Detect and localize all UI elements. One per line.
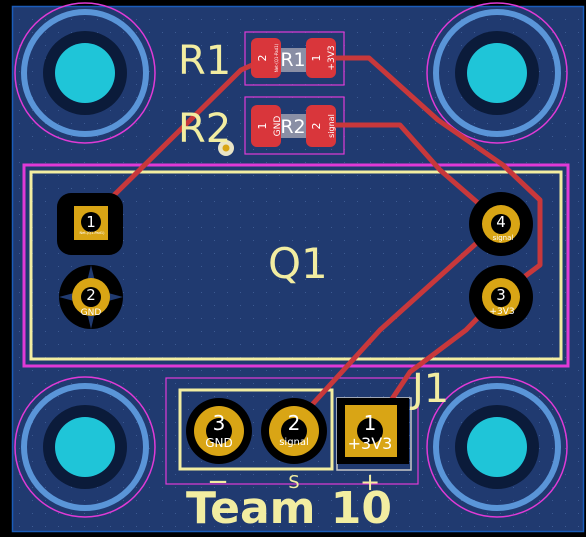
q1-silkscreen-outline: [29, 170, 563, 361]
j1-pad-3[interactable]: 3 GND: [186, 398, 252, 464]
mounting-hole-bottom-right[interactable]: [426, 376, 568, 518]
r1-footprint[interactable]: 2 Net-(Q1-Pad1) 1 +3V3 R1: [251, 38, 337, 78]
j1-pad2-net: signal: [279, 437, 309, 448]
q1-pad1-net: Net-(Q1-Pad1): [80, 231, 106, 235]
r2-pad1-number: 1: [256, 123, 269, 130]
r1-body-label: R1: [280, 49, 305, 71]
r1-reference: R1: [178, 38, 231, 84]
q1-pad-1[interactable]: 1 Net-(Q1-Pad1): [57, 193, 123, 255]
r1-pad-1[interactable]: [306, 38, 336, 78]
r2-reference: R2: [178, 106, 231, 152]
j1-pad-2[interactable]: 2 signal: [261, 398, 327, 464]
q1-courtyard: [22, 163, 570, 368]
j1-footprint[interactable]: 3 GND 2 signal 1 +3V3: [186, 398, 409, 464]
r2-body-label: R2: [280, 116, 305, 138]
j1-marking-plus: +: [360, 468, 380, 496]
board-team-label: Team 10: [186, 483, 392, 534]
board-edge: [11, 5, 585, 533]
r2-pad-1[interactable]: [251, 105, 281, 147]
j1-pad3-number: 3: [213, 411, 226, 435]
r2-pad2-number: 2: [310, 123, 323, 130]
q1-pad-2[interactable]: 2 GND: [59, 265, 123, 329]
q1-pad-4[interactable]: 4 signal: [469, 192, 533, 256]
mounting-hole-top-left[interactable]: [14, 2, 156, 144]
j1-courtyard: [165, 377, 419, 485]
q1-pad3-net: +3V3: [489, 307, 514, 317]
j1-pad2-number: 2: [288, 411, 301, 435]
j1-pad-1[interactable]: 1 +3V3: [337, 398, 409, 464]
q1-pad1-number: 1: [86, 213, 96, 231]
j1-pad3-net: GND: [205, 436, 233, 450]
q1-pad-3[interactable]: 3 +3V3: [469, 265, 533, 329]
j1-marking-minus: −: [207, 467, 229, 497]
r2-pad2-net: signal: [327, 114, 336, 138]
r1-pad2-net: Net-(Q1-Pad1): [274, 43, 279, 72]
r1-pad1-net: +3V3: [327, 45, 337, 70]
q1-pad4-number: 4: [496, 213, 506, 231]
q1-footprint[interactable]: 1 Net-(Q1-Pad1) 2 GND 4 signal 3 +3V3: [57, 192, 533, 329]
q1-pad3-number: 3: [496, 286, 506, 304]
j1-silkscreen-outline: [178, 388, 334, 471]
r2-pad-2[interactable]: [306, 105, 336, 147]
j1-marking-signal: S: [288, 472, 299, 493]
j1-pad1-net: +3V3: [348, 434, 393, 453]
mounting-hole-top-right[interactable]: [426, 2, 568, 144]
q1-reference: Q1: [268, 239, 328, 288]
r1-pad1-number: 1: [310, 55, 323, 62]
via[interactable]: [218, 140, 234, 156]
trace-3v3-r1-q1-j1: [318, 55, 543, 435]
q1-pad2-number: 2: [86, 286, 96, 304]
r1-pad-2[interactable]: [251, 38, 281, 78]
r2-footprint[interactable]: 1 GND 2 signal R2: [251, 105, 336, 147]
j1-reference: J1: [409, 366, 449, 412]
q1-pad2-net: GND: [81, 308, 102, 318]
r1-pad2-number: 2: [256, 55, 269, 62]
r2-pad1-net: GND: [273, 116, 283, 137]
q1-pad4-net: signal: [493, 234, 514, 242]
mounting-hole-bottom-left[interactable]: [14, 376, 156, 518]
j1-pad1-number: 1: [364, 411, 377, 435]
